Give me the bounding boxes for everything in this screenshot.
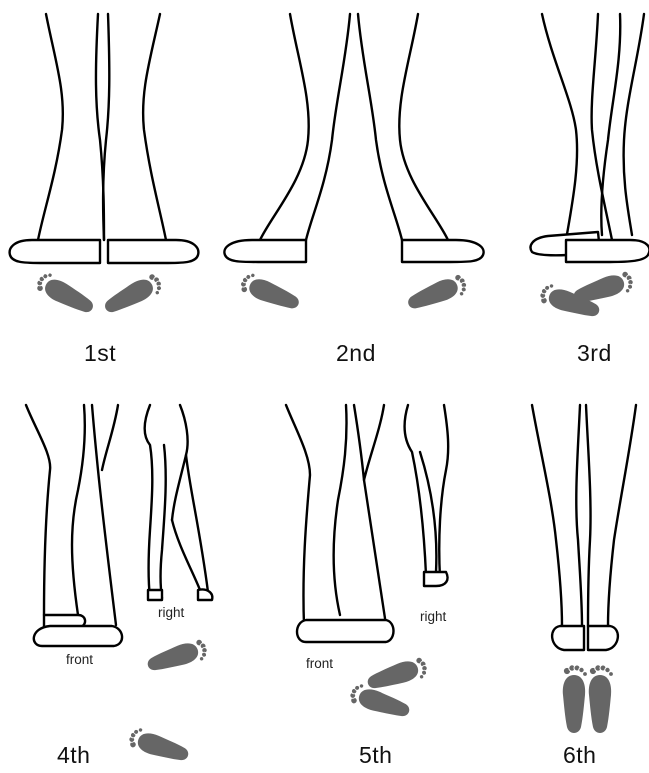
position-4-footprints	[126, 637, 210, 765]
position-5-footprints	[347, 655, 430, 721]
position-4-side-legs	[145, 405, 213, 600]
position-6-footprints	[563, 665, 614, 733]
position-3-label: 3rd	[577, 340, 612, 367]
position-1-label: 1st	[84, 340, 116, 367]
position-5-front-label: front	[306, 656, 333, 671]
position-2-label: 2nd	[336, 340, 376, 367]
position-5-side-label: right	[420, 609, 446, 624]
position-3-footprints	[537, 269, 636, 321]
position-4-front-legs	[26, 405, 122, 646]
position-4-front-label: front	[66, 652, 93, 667]
position-4-label: 4th	[57, 742, 90, 769]
position-6-legs	[532, 405, 636, 650]
position-1-footprints	[33, 269, 165, 319]
position-2-footprints	[238, 270, 470, 315]
position-5-side-legs	[405, 405, 449, 586]
position-1-legs	[10, 14, 199, 263]
position-5-front-legs	[286, 405, 394, 642]
position-3-legs	[531, 14, 649, 262]
position-2-legs	[224, 14, 483, 262]
position-6-label: 6th	[563, 742, 596, 769]
position-4-side-label: right	[158, 605, 184, 620]
position-5-label: 5th	[359, 742, 392, 769]
